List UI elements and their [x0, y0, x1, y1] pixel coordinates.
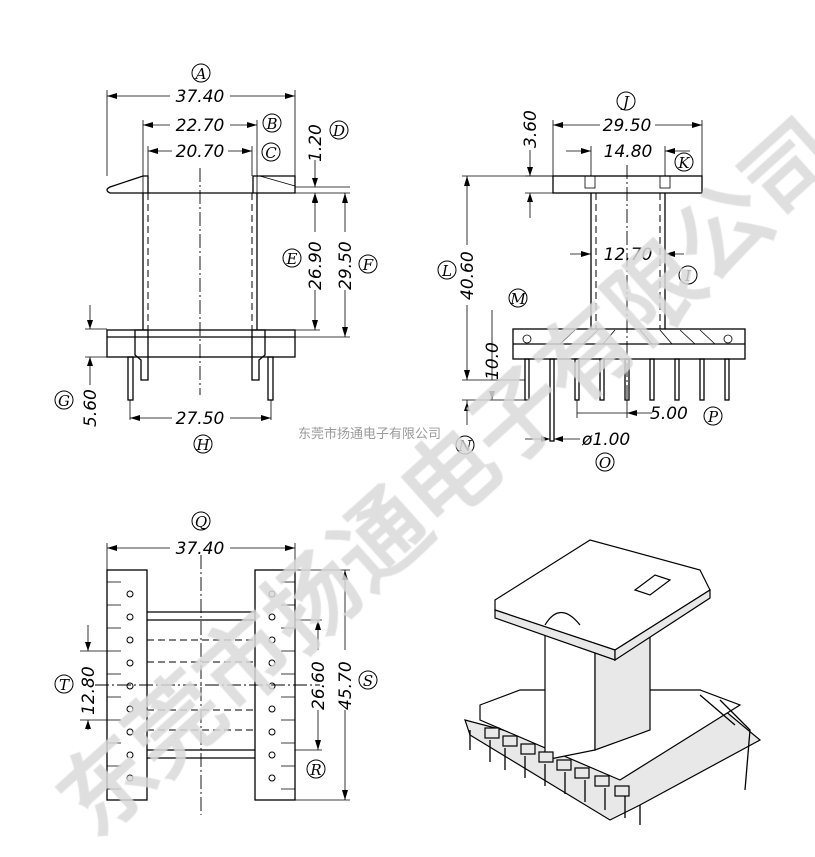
label-m: M [509, 290, 526, 308]
label-b: B [265, 115, 277, 133]
label-c: C [265, 144, 277, 162]
bottom-view: 37.40 Q 45.70 S 26.60 R 12.80 T [54, 511, 378, 815]
dim-g-value: 5.60 [81, 389, 101, 427]
dim-o-value: ø1.00 [581, 430, 630, 450]
dim-a-value: 37.40 [176, 87, 225, 107]
dim-m-value: 10.0 [483, 342, 503, 380]
label-k: K [677, 154, 690, 172]
pin [267, 356, 274, 401]
dim-k-value: 14.80 [604, 142, 653, 162]
label-t: T [59, 676, 70, 694]
dim-i-value: 12.70 [604, 245, 653, 265]
top-flange [552, 175, 703, 194]
label-f: F [362, 256, 374, 274]
top-flange [106, 175, 296, 194]
dim-r-value: 26.60 [309, 661, 329, 710]
pin [127, 356, 134, 401]
label-l: L [441, 262, 452, 280]
label-r: R [309, 761, 321, 779]
label-q: Q [195, 513, 207, 531]
dim-l-value: 40.60 [458, 251, 478, 300]
isometric-view [464, 539, 762, 825]
dim-t-value: 12.80 [79, 666, 99, 715]
watermark-small: 东莞市扬通电子有限公司 [298, 426, 441, 442]
label-a: A [194, 65, 207, 83]
front-view: 37.40 A 22.70 B 20.70 C 1.20 D 26.90 E 2… [54, 63, 378, 454]
label-o: O [599, 454, 611, 472]
label-d: D [332, 122, 345, 140]
dim-j-value: 29.50 [603, 116, 652, 136]
dim-q-value: 37.40 [176, 539, 225, 559]
label-h: H [195, 436, 210, 454]
dim-c-value: 20.70 [176, 142, 225, 162]
label-e: E [286, 250, 298, 268]
dim-h-value: 27.50 [176, 409, 225, 429]
dim-s-value: 45.70 [336, 661, 356, 710]
side-view: 29.50 J 14.80 K 3.60 12.70 I 40.60 L 10.… [437, 91, 746, 472]
dim-d-value: 1.20 [306, 124, 326, 162]
label-n: N [457, 437, 472, 455]
dim-e-value: 26.90 [306, 241, 326, 290]
label-s: S [363, 672, 373, 690]
dim-b-value: 22.70 [176, 116, 225, 136]
label-p: P [707, 408, 719, 426]
label-i: I [684, 267, 692, 285]
dim-f-value: 29.50 [336, 241, 356, 290]
label-g: G [58, 392, 70, 410]
dim-flange-thickness-value: 3.60 [521, 110, 541, 148]
dim-p-value: 5.00 [650, 404, 688, 424]
